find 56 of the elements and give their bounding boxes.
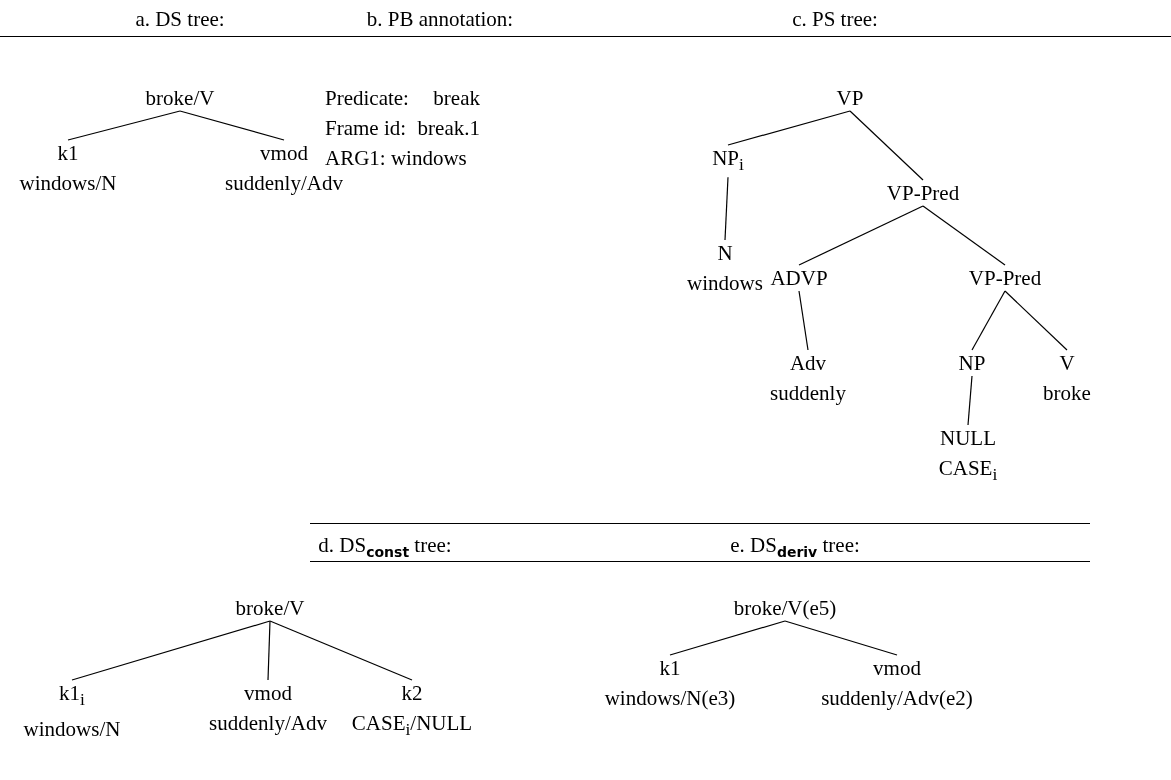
column-heading: b. PB annotation: — [366, 6, 514, 32]
column-heading: c. PS tree: — [792, 6, 878, 32]
node-label: VP-Pred — [886, 180, 960, 206]
tree-branch — [784, 620, 898, 656]
tree-branch — [67, 110, 181, 141]
node-label: k1 — [658, 655, 682, 681]
node-label: VP-Pred — [968, 265, 1042, 291]
tree-branch — [269, 620, 413, 681]
word-label: suddenly/Adv — [225, 170, 343, 196]
annotation-value: break — [433, 85, 480, 111]
word-label: windows/N — [19, 170, 117, 196]
tree-branch — [71, 620, 271, 681]
node-label: vmod — [243, 680, 293, 706]
word-label: broke — [1043, 380, 1091, 406]
tree-branch — [727, 110, 851, 146]
column-heading: d. DS$_{const}$ tree: — [318, 532, 452, 563]
word-label: windows/N — [23, 716, 121, 743]
word-label: windows — [687, 270, 763, 296]
node-label: k1$_{i}$ — [58, 680, 86, 712]
word-label: suddenly — [770, 380, 846, 406]
column-heading: e. DS$_{deriv}$ tree: — [730, 532, 860, 563]
tree-branch — [669, 620, 786, 656]
tree-branch — [922, 205, 1006, 266]
column-heading: a. DS tree: — [135, 6, 225, 32]
node-label: k2 — [400, 680, 424, 706]
tree-branch — [849, 110, 924, 181]
annotation-text: Frame id: — [325, 115, 407, 141]
node-label: NULL — [939, 425, 997, 451]
node-label: k1 — [56, 140, 80, 166]
tree-branch — [971, 290, 1006, 351]
annotation-text: ARG1: windows — [325, 145, 467, 171]
tree-branch — [798, 290, 809, 351]
node-label: broke/V(e5) — [733, 595, 837, 621]
node-label: N — [716, 240, 734, 266]
node-label: V — [1058, 350, 1076, 376]
annotation-text: Predicate: — [325, 85, 409, 111]
word-label: suddenly/Adv — [209, 710, 327, 736]
node-label: broke/V — [235, 595, 305, 621]
tree-branch — [724, 176, 729, 241]
word-label: suddenly/Adv(e2) — [821, 685, 973, 711]
node-label: VP — [836, 85, 864, 111]
tree-branch — [267, 620, 271, 681]
word-label: CASE$_{i}$ — [938, 455, 998, 487]
node-label: NP$_{i}$ — [712, 145, 744, 177]
node-label: vmod — [872, 655, 922, 681]
node-label: NP — [958, 350, 986, 376]
tree-branch — [1004, 290, 1068, 351]
annotation-value: break.1 — [417, 115, 480, 141]
node-label: Adv — [788, 350, 828, 376]
tree-branch — [179, 110, 285, 141]
word-label: windows/N(e3) — [604, 685, 736, 711]
word-label: CASE$_{i}$/NULL — [351, 710, 473, 742]
tree-branch — [967, 375, 973, 426]
node-label: broke/V — [145, 85, 215, 111]
node-label: ADVP — [770, 265, 828, 291]
tree-branch — [798, 205, 924, 266]
